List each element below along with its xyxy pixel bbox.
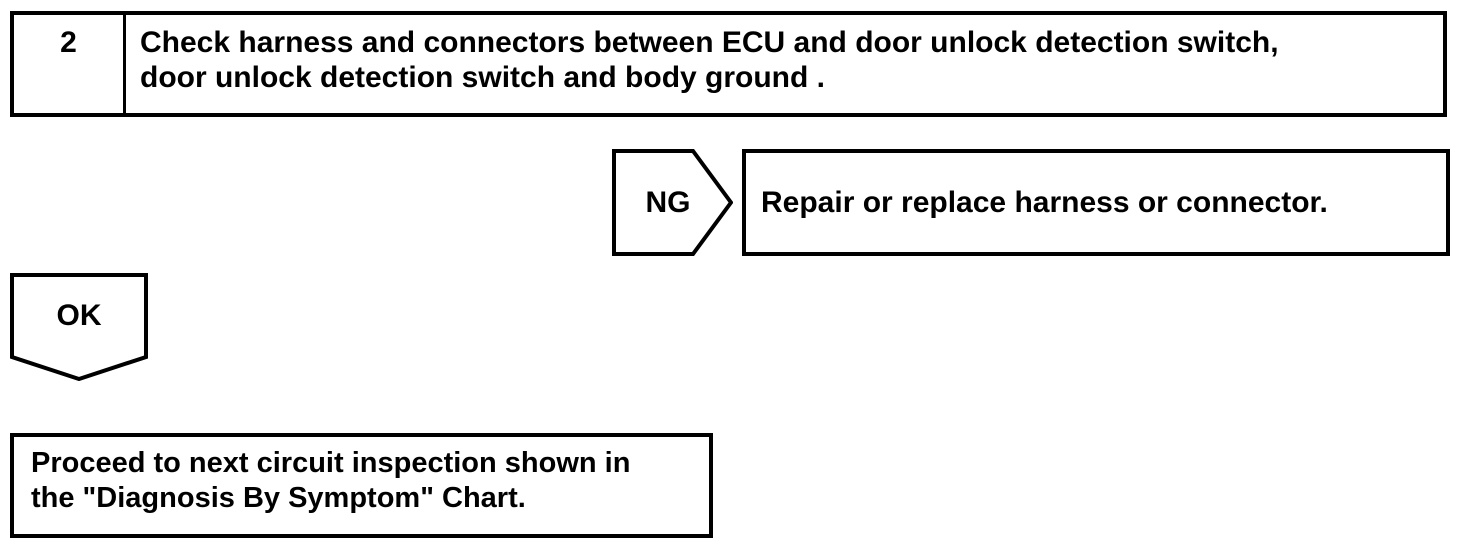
step-box: 2 Check harness and connectors between E… [10,11,1447,117]
ng-pentagon-icon [612,149,733,256]
step-instruction: Check harness and connectors between ECU… [126,15,1443,113]
ok-connector: OK [10,273,148,381]
ng-connector: NG [612,149,733,256]
ok-action-box: Proceed to next circuit inspection shown… [10,433,713,538]
ng-label: NG [645,185,691,219]
ng-action-box: Repair or replace harness or connector. [742,149,1450,256]
ok-pentagon-icon [10,273,148,381]
ng-action-text: Repair or replace harness or connector. [761,185,1328,219]
ok-label: OK [56,298,102,332]
ok-action-text: Proceed to next circuit inspection shown… [31,447,631,514]
step-number: 2 [14,15,126,113]
step-instruction-text: Check harness and connectors between ECU… [140,26,1279,94]
